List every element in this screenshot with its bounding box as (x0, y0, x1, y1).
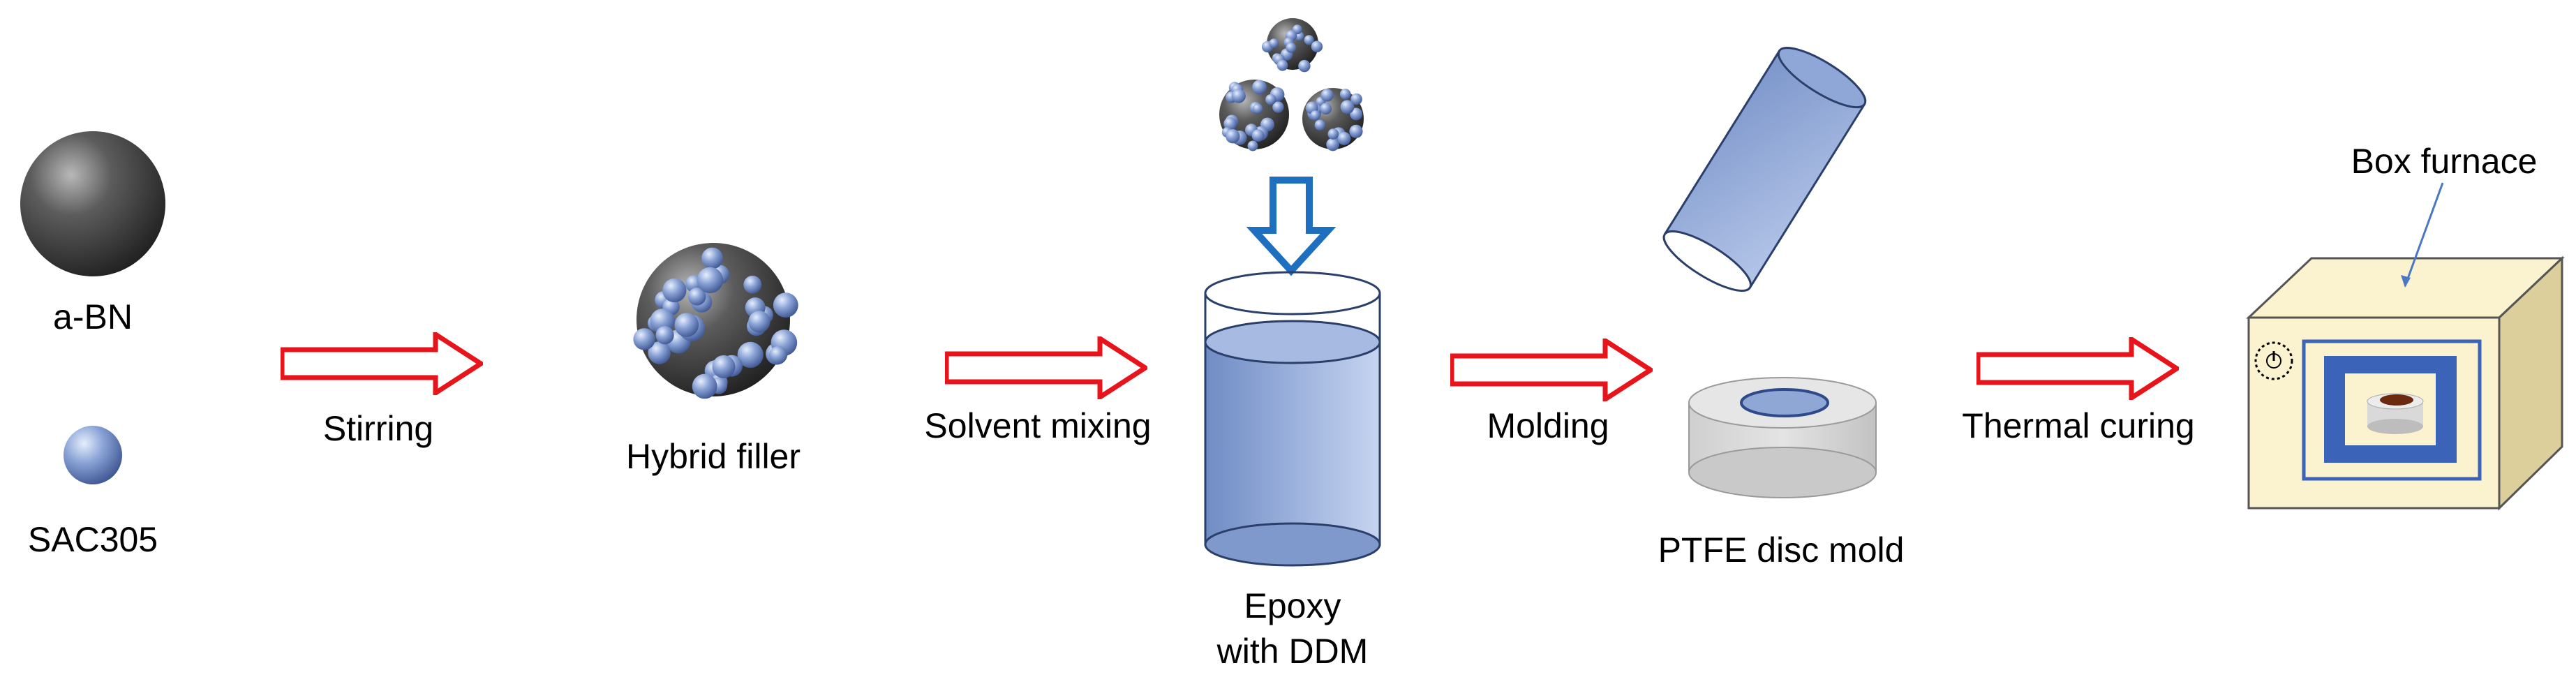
solvent-mixing-arrow (946, 339, 1145, 397)
sac305-particle-icon (64, 426, 122, 484)
solvent-mixing-label: Solvent mixing (924, 406, 1152, 445)
molding-label: Molding (1487, 406, 1609, 445)
ptfe-mold-label: PTFE disc mold (1658, 530, 1905, 570)
box-furnace-leader-line (2404, 182, 2444, 287)
sac305-label: SAC305 (27, 520, 158, 559)
stirring-label: Stirring (322, 409, 434, 448)
box-furnace-icon (2246, 255, 2565, 511)
falling-filler-particles-icon (1219, 18, 1364, 151)
molding-arrow (1452, 341, 1651, 399)
epoxy-label-line1: Epoxy (1244, 586, 1341, 625)
pouring-cylinder-icon (1662, 47, 1867, 292)
thermal-curing-arrow (1978, 339, 2177, 398)
box-furnace-label: Box furnace (2351, 142, 2538, 181)
epoxy-label-line2: with DDM (1216, 632, 1369, 671)
abn-particle-icon (20, 131, 165, 276)
hybrid-filler-icon (633, 243, 798, 399)
ptfe-disc-mold-icon (1688, 377, 1877, 498)
abn-label: a-BN (53, 297, 133, 336)
epoxy-beaker-icon (1204, 271, 1381, 567)
hybrid-filler-label: Hybrid filler (625, 437, 801, 476)
stirring-arrow (282, 334, 481, 393)
down-arrow-icon (1246, 177, 1337, 276)
thermal-curing-label: Thermal curing (1962, 406, 2195, 445)
box-furnace-leader-arrowhead (2401, 275, 2411, 288)
